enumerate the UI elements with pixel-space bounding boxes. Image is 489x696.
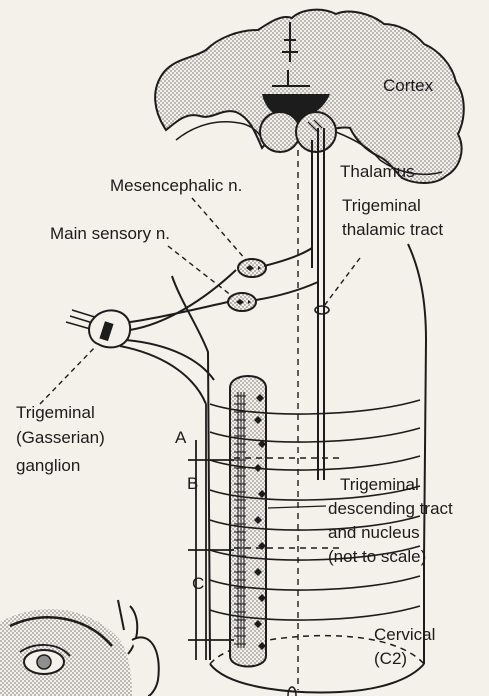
label-ganglion-line3: ganglion	[16, 456, 80, 476]
label-descending-line1: Trigeminal	[340, 475, 419, 495]
label-trigeminal-thalamic-tract-line1: Trigeminal	[342, 196, 421, 216]
label-segment-b: B	[187, 474, 198, 494]
label-segment-a: A	[175, 428, 186, 448]
label-thalamus: Thalamus	[340, 162, 415, 182]
label-descending-line4: (not to scale)	[328, 547, 426, 567]
label-main-sensory-n: Main sensory n.	[50, 224, 170, 244]
label-segment-c: C	[192, 574, 204, 594]
brainstem-outline	[408, 244, 426, 664]
label-cervical-line1: Cervical	[374, 625, 435, 645]
label-descending-line2: descending tract	[328, 499, 453, 519]
label-cervical-line2: (C2)	[374, 649, 407, 669]
face-fragment	[0, 600, 159, 696]
label-cortex: Cortex	[383, 76, 433, 96]
label-trigeminal-thalamic-tract-line2: thalamic tract	[342, 220, 443, 240]
label-mesencephalic-n: Mesencephalic n.	[110, 176, 242, 196]
label-ganglion-line1: Trigeminal	[16, 403, 95, 423]
label-descending-line3: and nucleus	[328, 523, 420, 543]
label-ganglion-line2: (Gasserian)	[16, 428, 105, 448]
